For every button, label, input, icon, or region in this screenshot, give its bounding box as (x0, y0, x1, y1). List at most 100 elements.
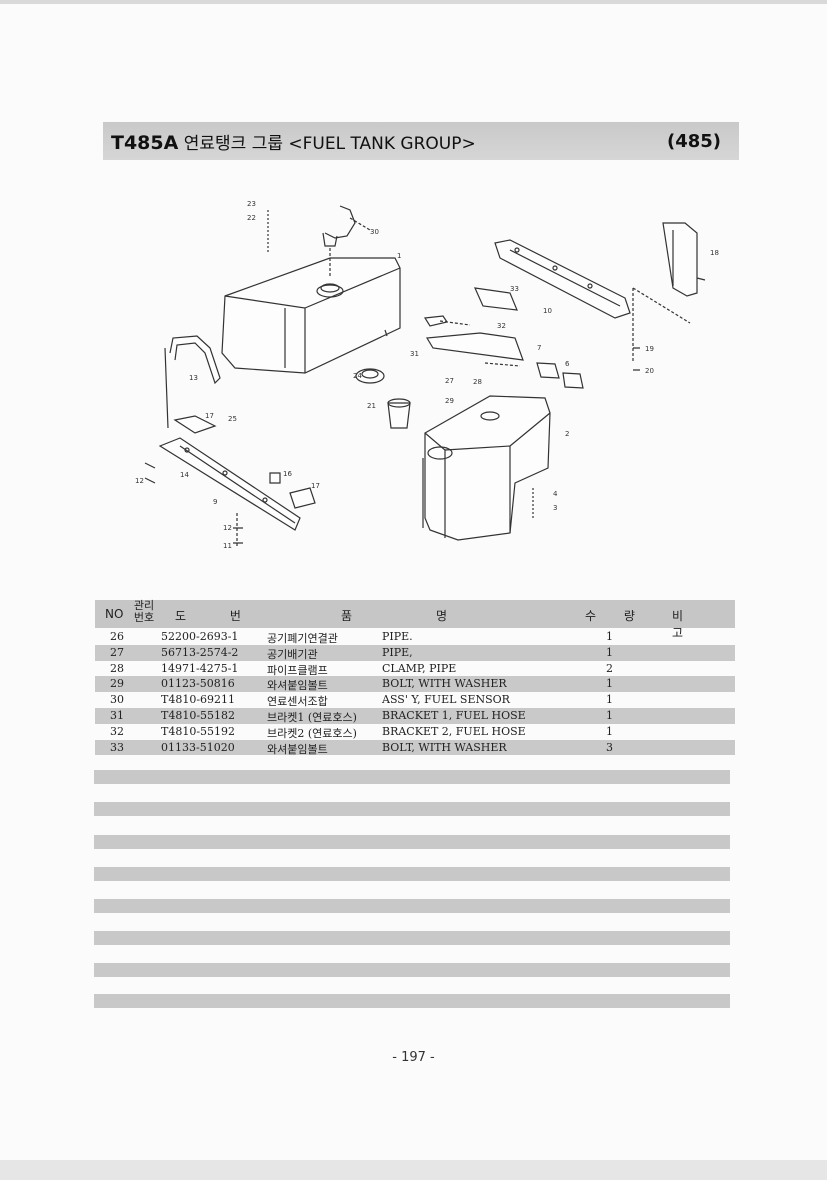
svg-text:29: 29 (445, 397, 454, 405)
row-part-no: 52200-2693-1 (161, 630, 239, 643)
group-code: (485) (666, 130, 721, 152)
row-part-no: 14971-4275-1 (161, 661, 239, 675)
svg-text:7: 7 (537, 344, 541, 352)
row-qty: 1 (606, 677, 613, 691)
title-korean: 연료탱크 그룹 (183, 133, 283, 154)
blank-row-band (94, 802, 730, 816)
svg-text:30: 30 (370, 228, 379, 236)
header-note: 비 고 (672, 609, 698, 640)
svg-text:18: 18 (710, 249, 719, 257)
title-english: <FUEL TANK GROUP> (288, 133, 476, 154)
model-code: T485A (111, 131, 179, 154)
svg-text:2: 2 (565, 430, 569, 438)
table-row: 28 14971-4275-1 파이프클램프 CLAMP, PIPE 2 (95, 661, 735, 677)
row-no: 31 (110, 708, 124, 722)
parts-table-body: 26 52200-2693-1 공기폐기연결관 PIPE. 1 27 56713… (95, 629, 735, 756)
row-name-kr: 브라켓1 (연료호스) (267, 710, 357, 724)
svg-text:12: 12 (135, 477, 144, 485)
row-no: 28 (110, 661, 124, 675)
header-management-no: 관리번호 (133, 599, 155, 624)
row-name-en: PIPE, (382, 645, 413, 659)
svg-text:24: 24 (353, 372, 362, 380)
row-name-en: PIPE. (382, 630, 413, 643)
table-row: 27 56713-2574-2 공기배기관 PIPE, 1 (95, 644, 735, 661)
page-bottom-edge (0, 1160, 827, 1180)
cap-and-strainer-drawing (355, 368, 411, 429)
svg-text:17: 17 (311, 482, 320, 490)
row-name-en: CLAMP, PIPE (382, 661, 457, 675)
svg-text:11: 11 (223, 542, 232, 550)
frame-upper-drawing (494, 222, 706, 371)
row-qty: 1 (606, 645, 613, 659)
row-name-en: BOLT, WITH WASHER (382, 740, 507, 754)
page-top-edge (0, 0, 827, 4)
row-name-en: BRACKET 2, FUEL HOSE (382, 724, 526, 738)
section-title: T485A 연료탱크 그룹 <FUEL TANK GROUP> (111, 129, 476, 154)
svg-text:31: 31 (410, 350, 419, 358)
row-no: 30 (110, 693, 124, 707)
svg-text:17: 17 (205, 412, 214, 420)
row-no: 33 (110, 740, 124, 754)
blank-row-band (94, 963, 730, 977)
row-no: 29 (110, 677, 124, 691)
table-row: 31 T4810-55182 브라켓1 (연료호스) BRACKET 1, FU… (95, 707, 735, 724)
svg-text:1: 1 (397, 252, 401, 260)
blank-row-band (94, 770, 730, 784)
header-name-left: 품 (341, 609, 353, 623)
header-drawing-no: 도 번 (175, 609, 261, 623)
svg-text:14: 14 (180, 471, 189, 479)
svg-text:25: 25 (228, 415, 237, 423)
svg-text:20: 20 (645, 367, 654, 375)
row-part-no: T4810-55182 (161, 708, 236, 722)
blank-row-band (94, 835, 730, 849)
table-row: 26 52200-2693-1 공기폐기연결관 PIPE. 1 (95, 629, 735, 645)
row-name-en: BOLT, WITH WASHER (382, 677, 507, 691)
svg-text:3: 3 (553, 504, 557, 512)
row-qty: 3 (606, 740, 613, 754)
section-header: T485A 연료탱크 그룹 <FUEL TANK GROUP> (485) (103, 122, 739, 160)
row-no: 27 (110, 645, 124, 659)
svg-text:21: 21 (367, 402, 376, 410)
row-no: 26 (110, 630, 124, 643)
svg-text:13: 13 (189, 374, 198, 382)
header-quantity: 수 량 (585, 609, 647, 623)
row-qty: 1 (606, 708, 613, 722)
svg-text:32: 32 (497, 322, 506, 330)
svg-text:33: 33 (510, 285, 519, 293)
table-row: 29 01123-50816 와셔붙임볼트 BOLT, WITH WASHER … (95, 676, 735, 692)
row-name-kr: 와셔붙임볼트 (267, 742, 328, 756)
blank-row-band (94, 867, 730, 881)
table-row: 30 T4810-69211 연료센서조합 ASS' Y, FUEL SENSO… (95, 692, 735, 708)
row-name-kr: 와셔붙임볼트 (267, 679, 328, 693)
row-name-en: ASS' Y, FUEL SENSOR (382, 693, 510, 707)
row-name-kr: 공기폐기연결관 (267, 632, 338, 645)
svg-text:19: 19 (645, 345, 654, 353)
svg-text:28: 28 (473, 378, 482, 386)
row-name-kr: 연료센서조합 (267, 695, 328, 709)
row-part-no: 01133-51020 (161, 740, 235, 754)
frame-lower-drawing (144, 335, 316, 548)
svg-text:12: 12 (223, 524, 232, 532)
row-part-no: 56713-2574-2 (161, 645, 239, 659)
svg-text:4: 4 (553, 490, 558, 498)
table-row: 33 01133-51020 와셔붙임볼트 BOLT, WITH WASHER … (95, 739, 735, 756)
row-qty: 1 (606, 630, 613, 643)
blank-row-band (94, 994, 730, 1008)
row-part-no: T4810-69211 (161, 693, 236, 707)
page-number: - 197 - (392, 1050, 435, 1065)
svg-text:16: 16 (283, 470, 292, 478)
row-name-kr: 브라켓2 (연료호스) (267, 726, 357, 740)
fuel-tank-main-drawing (221, 257, 401, 374)
header-name-right: 명 (436, 609, 448, 623)
table-row: 32 T4810-55192 브라켓2 (연료호스) BRACKET 2, FU… (95, 724, 735, 740)
svg-text:27: 27 (445, 377, 454, 385)
blank-row-band (94, 899, 730, 913)
svg-text:10: 10 (543, 307, 552, 315)
row-part-no: 01123-50816 (161, 677, 235, 691)
parts-table-header: NO 관리번호 도 번 품 명 수 량 비 고 (95, 599, 735, 640)
fuel-sensor-drawing (267, 205, 371, 276)
row-name-en: BRACKET 1, FUEL HOSE (382, 708, 526, 722)
blank-row-band (94, 931, 730, 945)
row-qty: 1 (606, 693, 613, 707)
